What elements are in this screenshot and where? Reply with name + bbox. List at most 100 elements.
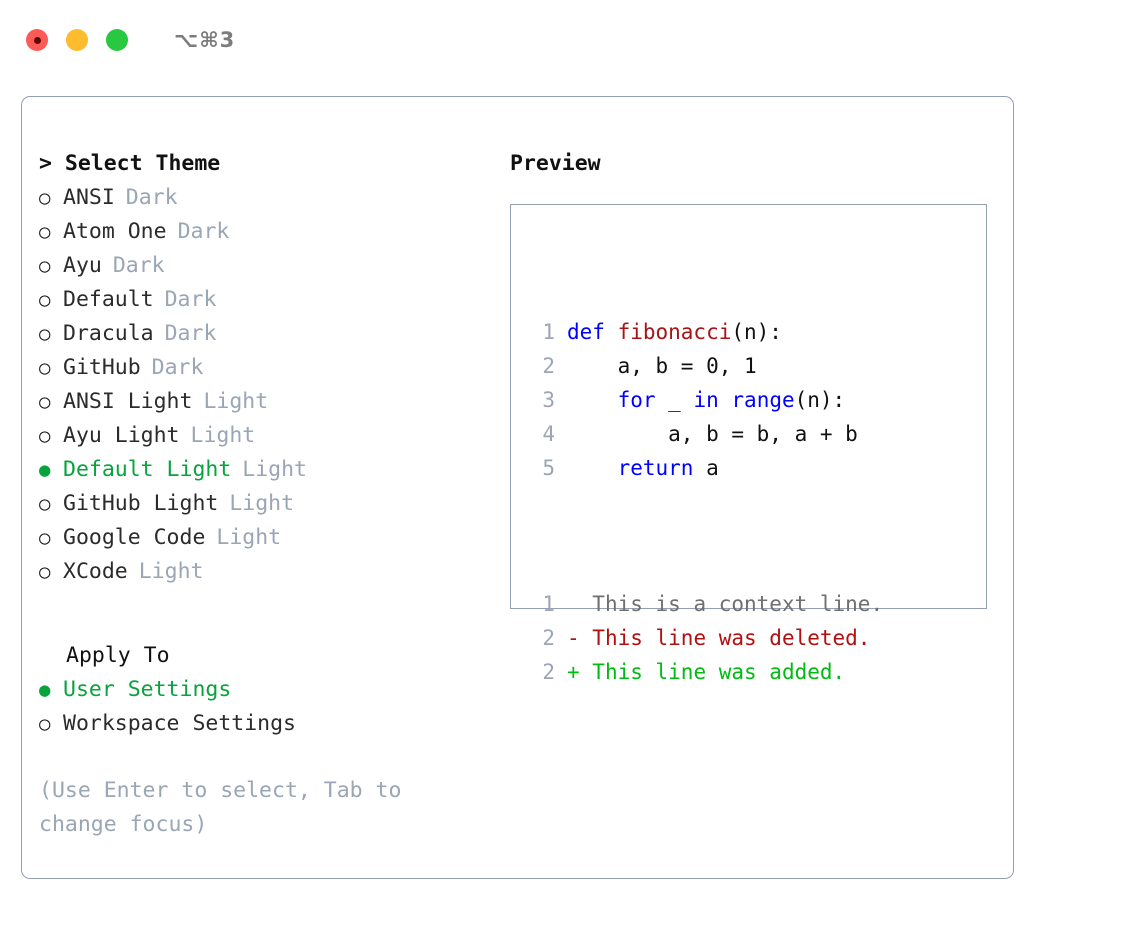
code-line-number: 2 — [542, 354, 555, 378]
diff-line-text: This is a context line. — [592, 592, 884, 616]
apply-to-option-workspace-settings[interactable]: ○Workspace Settings — [39, 707, 502, 741]
theme-option-label: Ayu — [63, 253, 102, 278]
code-token-txt: a, b = 0, 1 — [567, 354, 757, 378]
diff-line-group: 1 This is a context line.2- This line wa… — [525, 587, 986, 689]
diff-line-text: This line was deleted. — [592, 626, 871, 650]
theme-option-variant: Dark — [177, 219, 230, 244]
radio-unselected-icon: ○ — [39, 391, 51, 413]
code-token-kw: def — [567, 320, 618, 344]
theme-option-variant: Light — [242, 457, 308, 482]
radio-unselected-icon: ○ — [39, 289, 51, 311]
diff-line: 1 This is a context line. — [525, 587, 986, 621]
theme-option-ansi[interactable]: ○ ANSI Dark — [39, 181, 502, 215]
code-line-content: a, b = 0, 1 — [567, 349, 757, 383]
theme-option-label: ANSI Light — [63, 389, 193, 414]
title-bar: ⌥⌘3 — [0, 0, 1140, 80]
theme-option-variant: Light — [203, 389, 269, 414]
code-token-txt: a, b = b, a + b — [567, 422, 858, 446]
code-token-kw: for — [617, 388, 656, 412]
maximize-button-icon[interactable] — [106, 29, 128, 51]
apply-to-option-label: Workspace Settings — [63, 711, 296, 736]
theme-option-variant: Dark — [112, 253, 165, 278]
code-line: 2 a, b = 0, 1 — [525, 349, 986, 383]
theme-option-label: Default — [63, 287, 154, 312]
theme-option-variant: Dark — [125, 185, 178, 210]
code-line-content: a, b = b, a + b — [567, 417, 858, 451]
code-line: 5 return a — [525, 451, 986, 485]
apply-to-heading: Apply To — [66, 643, 170, 668]
diff-line-number: 2 — [542, 660, 555, 684]
code-line-content: return a — [567, 451, 719, 485]
code-token-txt: (n): — [731, 320, 782, 344]
code-token-txt — [567, 388, 618, 412]
theme-option-label: ANSI — [63, 185, 115, 210]
keyboard-shortcut-label: ⌥⌘3 — [174, 28, 236, 52]
radio-unselected-icon: ○ — [39, 187, 51, 209]
diff-line: 2 + This line was added. — [525, 655, 986, 689]
theme-option-default[interactable]: ○ Default Dark — [39, 283, 502, 317]
theme-option-variant: Light — [229, 491, 295, 516]
diff-line-number: 1 — [542, 592, 555, 616]
radio-unselected-icon: ○ — [39, 323, 51, 345]
window-controls — [26, 29, 128, 51]
minimize-button-icon[interactable] — [66, 29, 88, 51]
theme-option-label: XCode — [63, 559, 128, 584]
theme-option-variant: Dark — [164, 287, 217, 312]
code-line-number: 5 — [542, 456, 555, 480]
code-line: 1 def fibonacci(n): — [525, 315, 986, 349]
code-token-kw: in — [693, 388, 719, 412]
close-button-icon[interactable] — [26, 29, 48, 51]
code-line-content: for _ in range(n): — [567, 383, 846, 417]
diff-marker: - — [567, 626, 593, 650]
theme-option-label: Ayu Light — [63, 423, 180, 448]
code-line-number: 4 — [542, 422, 555, 446]
radio-unselected-icon: ○ — [39, 255, 51, 277]
code-token-txt: (n): — [794, 388, 846, 412]
code-line: 4 a, b = b, a + b — [525, 417, 986, 451]
code-token-txt: _ — [655, 388, 694, 412]
theme-option-github-light[interactable]: ○ GitHub Light Light — [39, 487, 502, 521]
theme-option-label: Dracula — [63, 321, 154, 346]
radio-unselected-icon: ○ — [39, 561, 51, 583]
theme-option-ansi-light[interactable]: ○ ANSI Light Light — [39, 385, 502, 419]
diff-line: 2- This line was deleted. — [525, 621, 986, 655]
apply-to-option-user-settings[interactable]: ● User Settings — [39, 673, 502, 707]
code-token-txt — [719, 388, 732, 412]
select-theme-heading: > Select Theme — [39, 151, 221, 176]
code-line-content: def fibonacci(n): — [567, 315, 782, 349]
preview-heading: Preview — [510, 151, 601, 176]
code-token-txt: a — [693, 456, 719, 480]
code-line-number: 1 — [542, 320, 555, 344]
theme-option-ayu[interactable]: ○ Ayu Dark — [39, 249, 502, 283]
radio-unselected-icon: ○ — [39, 493, 51, 515]
apply-to-option-label: User Settings — [63, 677, 232, 702]
theme-option-label: GitHub Light — [63, 491, 219, 516]
apply-to-option-list[interactable]: ● User Settings ○Workspace Settings — [39, 673, 502, 741]
radio-selected-icon: ● — [39, 679, 51, 701]
theme-option-label: Default Light — [63, 457, 232, 482]
radio-unselected-icon: ○ — [39, 357, 51, 379]
diff-line-text: This line was added. — [592, 660, 846, 684]
radio-unselected-icon: ○ — [39, 527, 51, 549]
code-line-number: 3 — [542, 388, 555, 412]
record-dot-icon — [33, 36, 41, 44]
theme-option-label: GitHub — [63, 355, 141, 380]
code-token-kw: return — [617, 456, 694, 480]
diff-marker: + — [567, 660, 593, 684]
code-token-txt — [567, 456, 618, 480]
